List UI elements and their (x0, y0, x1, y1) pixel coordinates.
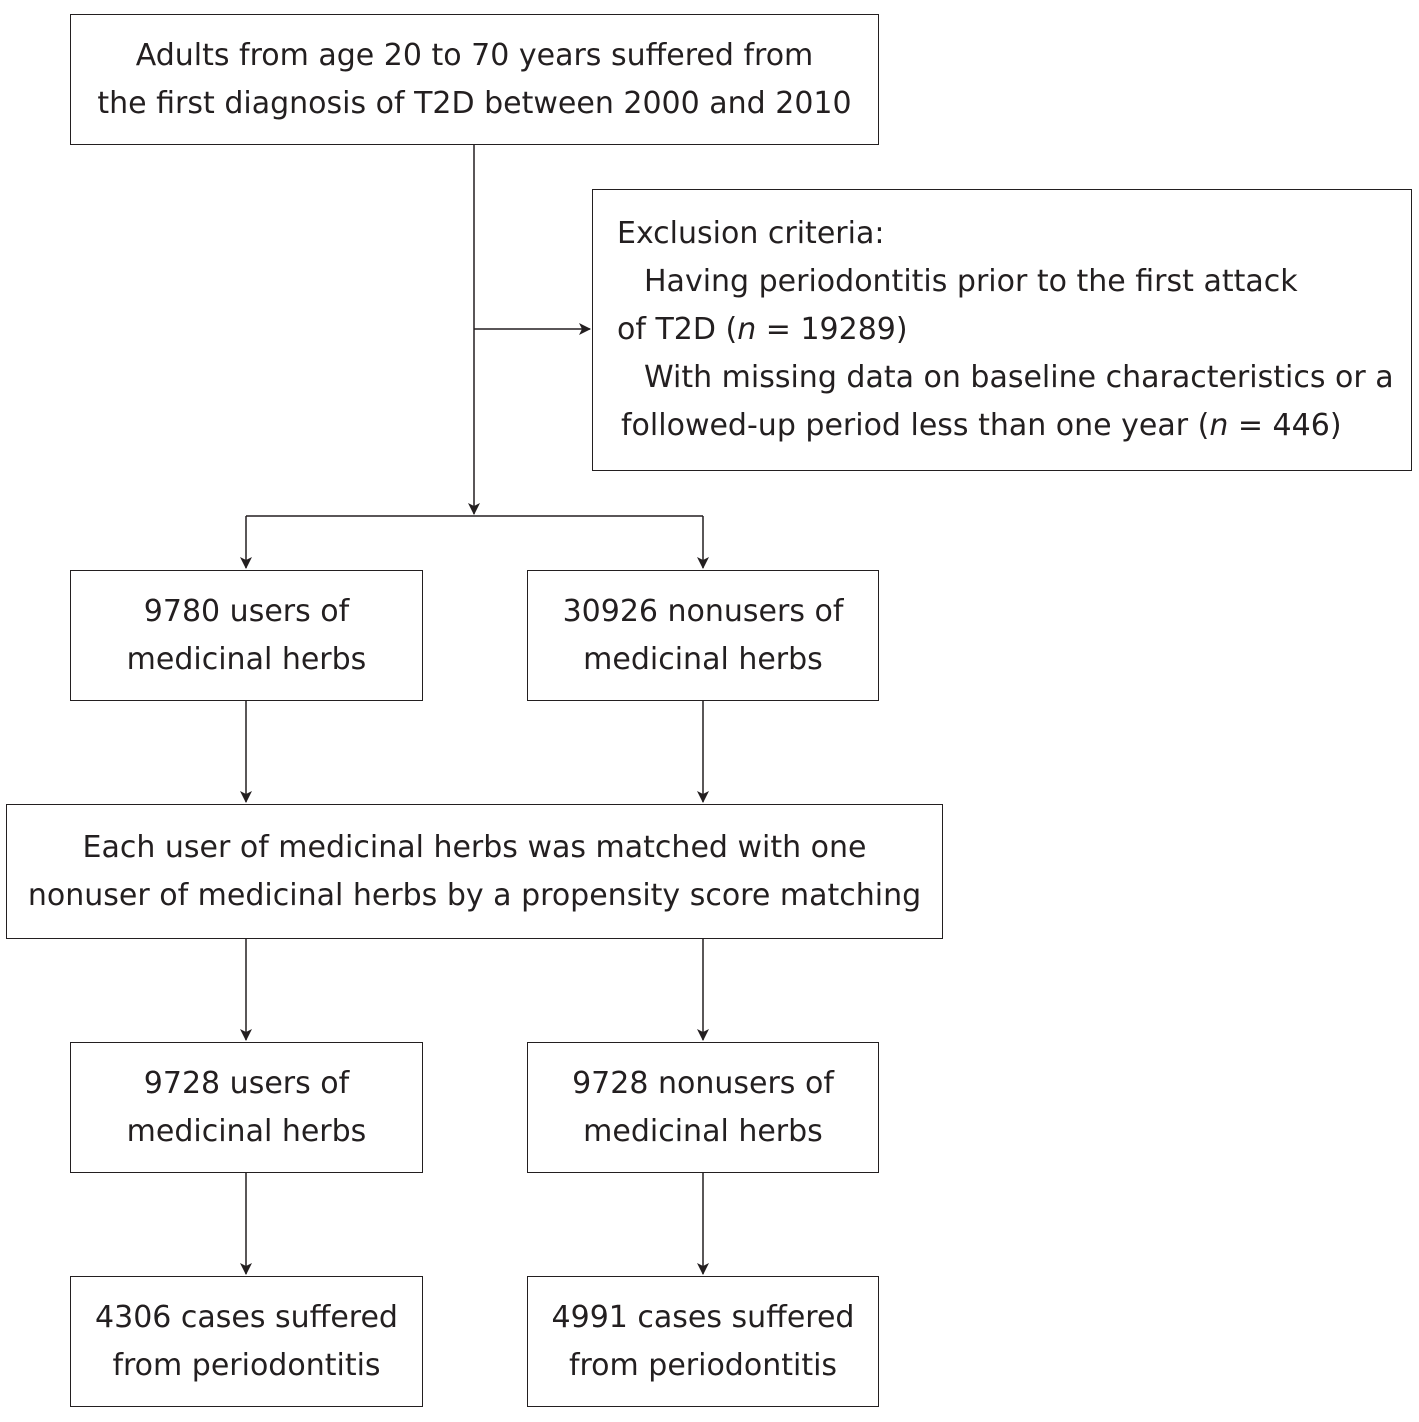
matched-nonusers-box: 9728 nonusers of medicinal herbs (527, 1042, 879, 1173)
nonusers-box: 30926 nonusers of medicinal herbs (527, 570, 879, 701)
matched-users-line1: 9728 users of (143, 1065, 350, 1101)
exclusion-item1-value: = 19289) (756, 312, 908, 347)
matching-box: Each user of medicinal herbs was matched… (6, 804, 943, 939)
exclusion-item2-prefix: followed-up period less than one year ( (621, 408, 1210, 443)
exclusion-item2-line1: With missing data on baseline characteri… (644, 360, 1394, 395)
matched-users-line2: medicinal herbs (126, 1113, 367, 1149)
cases-nonusers-line1: 4991 cases suffered (551, 1299, 855, 1335)
matched-nonusers-line1: 9728 nonusers of (572, 1065, 834, 1101)
exclusion-item2-value: = 446) (1228, 408, 1342, 443)
top-box-line2: the first diagnosis of T2D between 2000 … (97, 85, 852, 121)
matching-line1: Each user of medicinal herbs was matched… (82, 829, 867, 865)
matching-line2: nonuser of medicinal herbs by a propensi… (27, 877, 922, 913)
cases-users-line1: 4306 cases suffered (95, 1299, 398, 1335)
cases-users-line2: from periodontitis (112, 1347, 381, 1383)
cases-nonusers-box: 4991 cases suffered from periodontitis (527, 1276, 879, 1407)
exclusion-item2-n: n (1209, 408, 1229, 443)
cases-users-box: 4306 cases suffered from periodontitis (70, 1276, 423, 1407)
exclusion-item1-line1: Having periodontitis prior to the first … (644, 264, 1298, 299)
exclusion-item1-line2: of T2D (n = 19289) (617, 306, 908, 354)
exclusion-item1-prefix: of T2D ( (617, 312, 738, 347)
exclusion-criteria-box: Exclusion criteria: Having periodontitis… (592, 189, 1412, 471)
nonusers-line1: 30926 nonusers of (562, 593, 844, 629)
top-box: Adults from age 20 to 70 years suffered … (70, 14, 879, 145)
matched-users-box: 9728 users of medicinal herbs (70, 1042, 423, 1173)
exclusion-item2-line2: followed-up period less than one year (n… (617, 402, 1342, 450)
users-line2: medicinal herbs (126, 641, 367, 677)
users-line1: 9780 users of (143, 593, 350, 629)
top-box-line1: Adults from age 20 to 70 years suffered … (135, 37, 814, 73)
users-box: 9780 users of medicinal herbs (70, 570, 423, 701)
nonusers-line2: medicinal herbs (583, 641, 823, 677)
exclusion-item1-n: n (737, 312, 757, 347)
matched-nonusers-line2: medicinal herbs (583, 1113, 823, 1149)
exclusion-title: Exclusion criteria: (617, 216, 885, 251)
cases-nonusers-line2: from periodontitis (568, 1347, 838, 1383)
